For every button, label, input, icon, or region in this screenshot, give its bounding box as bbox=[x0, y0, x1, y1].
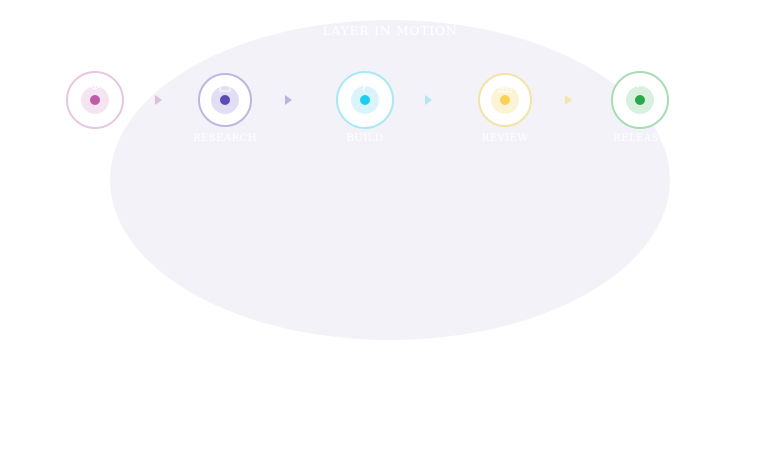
stage-label: RESEARCH bbox=[192, 133, 258, 144]
stage-ring bbox=[198, 73, 252, 127]
grid-icon bbox=[498, 77, 512, 93]
seed-icon bbox=[87, 80, 103, 90]
stage-ring bbox=[478, 73, 532, 127]
stage-ring bbox=[66, 71, 124, 129]
lightning-icon bbox=[360, 75, 370, 91]
document-icon bbox=[219, 77, 231, 92]
stage-dot bbox=[500, 95, 510, 105]
stage-label: RELEASE bbox=[613, 133, 667, 144]
stage-dot bbox=[635, 95, 645, 105]
flow-arrow bbox=[155, 95, 162, 105]
flow-arrow bbox=[565, 95, 572, 105]
stage-5: RELEASE bbox=[580, 71, 700, 161]
stage-2: RESEARCH bbox=[165, 71, 285, 161]
flow-arrow bbox=[425, 95, 432, 105]
stage-ring bbox=[336, 71, 394, 129]
stage-4: REVIEW bbox=[445, 71, 565, 161]
stage-dot bbox=[360, 95, 370, 105]
flow-arrow bbox=[285, 95, 292, 105]
stage-dot bbox=[90, 95, 100, 105]
stage-1 bbox=[35, 71, 155, 161]
stage-ring bbox=[611, 71, 669, 129]
background-ellipse bbox=[110, 20, 670, 340]
stage-dot bbox=[220, 95, 230, 105]
stage-label: REVIEW bbox=[481, 133, 529, 144]
stage-3: BUILD bbox=[305, 71, 425, 161]
stage-label: BUILD bbox=[346, 133, 384, 144]
check-icon bbox=[633, 77, 647, 88]
diagram-title: LAYER IN MOTION bbox=[322, 24, 458, 38]
